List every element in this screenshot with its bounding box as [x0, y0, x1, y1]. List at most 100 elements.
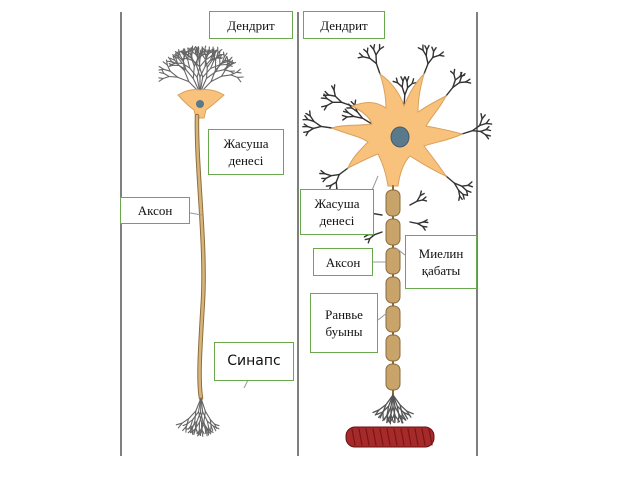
dendrite-branch [408, 84, 413, 88]
dendrite-branch [365, 239, 370, 240]
myelin-segment [386, 306, 400, 332]
dendrite-branch [231, 75, 238, 78]
dendrite-branch [486, 130, 490, 131]
dendrite-branch [376, 64, 380, 74]
dendrite-branch [334, 85, 335, 90]
dendrite-branch [462, 186, 467, 190]
dendrite-branch [454, 74, 455, 80]
dendrite-branch [423, 200, 427, 201]
dendrite-branch [439, 55, 444, 56]
dendrite-branch [331, 175, 339, 176]
dendrite-branch [200, 60, 206, 67]
dendrite-branch [473, 131, 481, 132]
dendrite-branch [426, 50, 427, 56]
muscle-fiber [346, 427, 434, 447]
dendrite-branch [202, 51, 203, 55]
dendrite-branch [313, 126, 321, 128]
dendrite-branch [360, 53, 364, 57]
myelin-segment [386, 248, 400, 274]
dendrite-branch [339, 168, 348, 175]
dendrite-branch [329, 95, 336, 96]
dendrite-branch [462, 185, 468, 186]
dendrite-branch [331, 182, 336, 185]
dendrite-branch [237, 72, 241, 73]
dendrite-branch [327, 102, 333, 105]
dendrite-branch [405, 88, 408, 95]
dendrite-branch [418, 224, 423, 227]
dendrite-branch [459, 196, 460, 200]
dendrite-branch [446, 87, 453, 96]
dendrite-branch [434, 48, 437, 52]
dendrite-branch [376, 49, 380, 55]
myelin-segment [386, 364, 400, 390]
label-cell-body-left: Жасуша денесі [208, 129, 284, 175]
label-dendrite-right: Дендрит [303, 11, 385, 39]
dendrite-branch [163, 77, 169, 79]
dendrite-branch [486, 123, 491, 124]
dendrite-branch [159, 67, 164, 70]
right-nucleus [391, 127, 409, 147]
left-axon-terminals [176, 398, 219, 436]
dendrite-branch [374, 45, 375, 50]
label-axon-right: Аксон [313, 248, 373, 276]
dendrite-branch [336, 175, 339, 183]
dendrite-branch [473, 126, 480, 131]
dendrite-branch [375, 232, 383, 235]
dendrite-branch [402, 81, 403, 87]
dendrite-branch [427, 46, 429, 50]
dendrite-branch [455, 76, 460, 80]
dendrite-branch [410, 201, 417, 205]
dendrite-branch [222, 75, 231, 76]
label-cell-body-right: Жасуша денесі [300, 189, 374, 235]
dendrite-branch [374, 214, 382, 215]
label-synapse: Синапс [214, 342, 294, 381]
dendrite-branch [402, 87, 405, 95]
dendrite-branch [348, 113, 354, 117]
dendrite-branch [481, 131, 486, 134]
dendrite-branch [334, 90, 335, 96]
dendrite-branch [304, 132, 309, 133]
label-myelin: Миелин қабаты [405, 235, 477, 289]
axon-terminal-branch [207, 430, 208, 436]
dendrite-branch [327, 99, 333, 103]
dendrite-branch [314, 121, 321, 126]
right-axon-terminals [373, 395, 413, 424]
dendrite-branch [342, 115, 347, 117]
left-dendrite-tree [159, 46, 243, 93]
dendrite-branch [367, 48, 368, 53]
dendrite-branch [310, 111, 311, 116]
label-ranvier: Ранвье буыны [310, 293, 378, 353]
dendrite-branch [410, 222, 418, 224]
dendrite-branch [336, 182, 337, 188]
dendrite-branch [159, 78, 163, 79]
myelin-segment [386, 277, 400, 303]
dendrite-branch [374, 49, 376, 55]
dendrite-branch [321, 126, 332, 128]
dendrite-branch [403, 77, 405, 81]
dendrite-branch [335, 96, 341, 102]
dendrite-branch [424, 222, 428, 223]
dendrite-branch [462, 131, 473, 134]
dendrite-branch [466, 82, 471, 83]
dendrite-branch [454, 70, 455, 75]
dendrite-branch [468, 185, 472, 187]
dendrite-branch [325, 174, 331, 176]
axon-terminal-branch [205, 428, 206, 433]
dendrite-branch [191, 50, 192, 55]
dendrite-branch [407, 81, 408, 87]
dendrite-branch [238, 77, 241, 81]
myelin-segment [386, 190, 400, 216]
dendrite-branch [407, 77, 409, 82]
myelin-segment [386, 219, 400, 245]
dendrite-branch [482, 115, 485, 119]
dendrite-branch [308, 127, 314, 129]
left-nucleus [196, 100, 204, 108]
dendrite-branch [326, 185, 331, 186]
dendrite-branch [424, 64, 428, 74]
dendrite-branch [433, 55, 439, 57]
dendrite-branch [164, 73, 169, 76]
myelin-sheath [386, 186, 400, 395]
myelin-segment [386, 335, 400, 361]
